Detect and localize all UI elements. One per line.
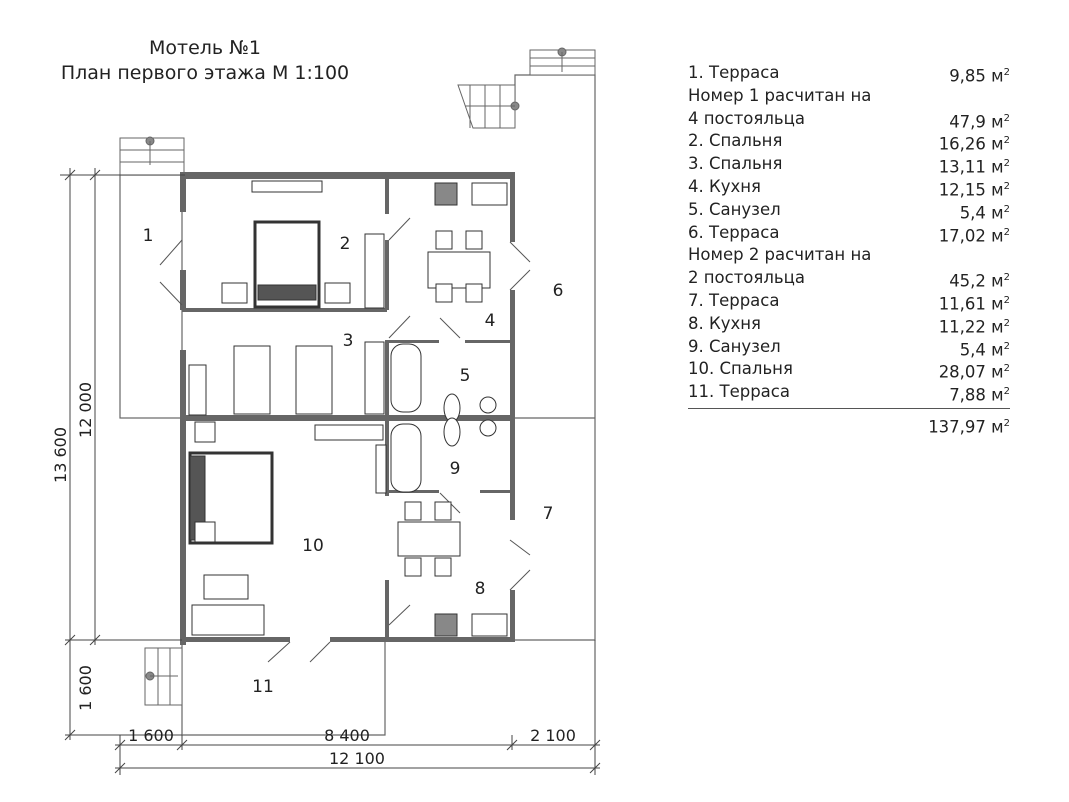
legend-label: 2 постояльца [688, 268, 805, 288]
legend-row: Номер 2 расчитан на [688, 244, 1010, 267]
legend-row: 6. Терраса 17,02 м2 [688, 222, 1010, 246]
legend-row: 2. Спальня 16,26 м2 [688, 130, 1010, 154]
legend-value: 45,2 м [949, 271, 1004, 291]
room-label: 7 [543, 504, 554, 524]
room-label: 5 [460, 366, 471, 386]
legend-row: 2 постояльца 45,2 м2 [688, 267, 1010, 291]
legend-row: 5. Санузел 5,4 м2 [688, 199, 1010, 223]
dim-left-total: 13 600 [51, 427, 70, 483]
legend-total: 137,97 м2 [688, 413, 1010, 436]
legend-value: 9,85 м [949, 66, 1004, 86]
stairs [119, 47, 596, 706]
room-label: 1 [143, 226, 154, 246]
unit-sup: 2 [1003, 294, 1010, 306]
unit-sup: 2 [1003, 340, 1010, 352]
legend-value: 12,15 м [938, 180, 1004, 200]
legend-label: 7. Терраса [688, 290, 780, 310]
dim-bottom-total: 12 100 [329, 749, 385, 768]
dining-table [427, 251, 491, 289]
total-area: 137,97 м [928, 417, 1004, 437]
legend-value: 17,02 м [938, 226, 1004, 246]
legend-row: 4. Кухня 12,15 м2 [688, 176, 1010, 200]
legend-label: 4 постояльца [688, 108, 805, 128]
legend-label: 1. Терраса [688, 63, 780, 82]
legend-row: 7. Терраса 11,61 м2 [688, 290, 1010, 314]
wardrobe [364, 233, 385, 309]
legend-row: 4 постояльца 47,9 м2 [688, 108, 1010, 132]
legend-value: 5,4 м [959, 340, 1004, 360]
bathtub [390, 343, 422, 413]
terrace-6-7 [512, 74, 596, 641]
dim-left-main: 12 000 [76, 382, 95, 438]
legend-label: 9. Санузел [688, 336, 781, 356]
dim-bottom-left: 1 600 [128, 726, 174, 745]
unit-sup: 2 [1003, 226, 1010, 238]
unit-sup: 2 [1003, 67, 1010, 78]
unit-sup: 2 [1003, 158, 1010, 170]
legend-row: 8. Кухня 11,22 м2 [688, 313, 1010, 337]
unit-sup: 2 [1003, 112, 1010, 124]
legend-label: Номер 2 расчитан на [688, 245, 872, 265]
legend-label: 5. Санузел [688, 199, 781, 219]
unit-sup: 2 [1003, 180, 1010, 192]
furniture [188, 180, 508, 637]
legend-label: 6. Терраса [688, 222, 780, 242]
room-label: 11 [252, 677, 274, 697]
legend-label: 4. Кухня [688, 176, 761, 196]
room-label: 3 [343, 331, 354, 351]
room-label: 8 [475, 579, 486, 599]
room-label: 9 [450, 459, 461, 479]
room-label: 4 [485, 311, 496, 331]
dimension-lines [60, 168, 601, 775]
legend-value: 28,07 м [938, 362, 1004, 382]
plan-title: Мотель №1 [148, 37, 261, 59]
unit-sup: 2 [1003, 317, 1010, 329]
room-label: 2 [340, 234, 351, 254]
unit-sup: 2 [1003, 386, 1010, 398]
walls [180, 172, 515, 645]
legend-row: Номер 1 расчитан на [688, 85, 1010, 108]
unit-sup: 2 [1003, 272, 1010, 284]
dim-left-terrace: 1 600 [76, 665, 95, 711]
plan-subtitle: План первого этажа М 1:100 [60, 62, 350, 84]
legend-label: 8. Кухня [688, 313, 761, 333]
legend-divider [688, 407, 1010, 409]
legend-value: 47,9 м [949, 112, 1004, 132]
unit-sup: 2 [1003, 363, 1010, 375]
legend-label: 11. Терраса [688, 382, 790, 402]
room-labels: 1 2 3 4 5 6 7 8 9 10 11 [143, 226, 564, 697]
legend-label: 2. Спальня [688, 131, 783, 151]
legend-value: 11,22 м [938, 317, 1004, 337]
legend-value: 16,26 м [938, 134, 1004, 154]
room-label: 6 [553, 281, 564, 301]
legend-row: 3. Спальня 13,11 м2 [688, 153, 1010, 177]
legend-value: 7,88 м [949, 385, 1004, 405]
terrace-11 [181, 640, 386, 736]
dim-bottom-right: 2 100 [530, 726, 576, 745]
legend-label: 10. Спальня [688, 359, 793, 379]
legend-row: 10. Спальня 28,07 м2 [688, 358, 1010, 382]
legend-row: 9. Санузел 5,4 м2 [688, 336, 1010, 360]
dimension-labels: 13 600 12 000 1 600 1 600 8 400 2 100 12… [51, 382, 576, 768]
dim-bottom-mid: 8 400 [324, 726, 370, 745]
legend-row: 1. Терраса 9,85 м2 [688, 62, 1010, 86]
doors [159, 217, 531, 663]
legend-label: Номер 1 расчитан на [688, 85, 872, 105]
legend-value: 5,4 м [959, 203, 1004, 223]
unit-sup: 2 [1003, 417, 1010, 429]
room-label: 10 [302, 536, 324, 556]
unit-sup: 2 [1003, 135, 1010, 147]
unit-sup: 2 [1003, 203, 1010, 215]
legend-value: 11,61 м [938, 294, 1004, 314]
legend-label: 3. Спальня [688, 154, 783, 174]
legend-value: 13,11 м [938, 157, 1004, 177]
terrace-1 [119, 174, 183, 419]
legend-row: 11. Терраса 7,88 м2 [688, 381, 1010, 405]
